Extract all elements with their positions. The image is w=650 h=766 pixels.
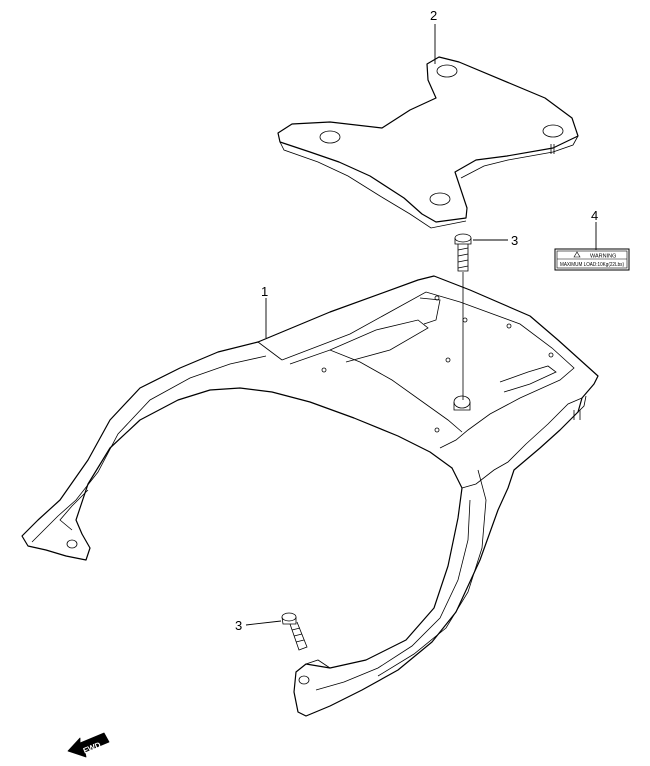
callout-label: 4 [591, 208, 598, 250]
warning-heading: WARNING [590, 254, 616, 260]
callout-number: 1 [261, 284, 268, 299]
callout-number: 3 [511, 233, 518, 248]
bolt-upper[interactable] [454, 233, 472, 272]
bolt-lower[interactable] [281, 612, 308, 651]
warning-triangle-icon [573, 251, 581, 258]
warning-label[interactable]: WARNING MAXIMUM LOAD:10Kg(22Lbs) [554, 248, 630, 271]
callout-bolt-upper: 3 [473, 233, 518, 248]
callout-number: 2 [430, 8, 437, 23]
callout-bolt-lower: 3 [235, 618, 282, 633]
carrier-plate[interactable] [277, 56, 579, 229]
callout-number: 4 [591, 208, 598, 223]
rear-carrier-frame[interactable] [21, 275, 599, 717]
warning-text: MAXIMUM LOAD:10Kg(22Lbs) [560, 262, 624, 268]
fwd-arrow-icon: FWD [67, 732, 110, 758]
callout-carrier: 1 [261, 284, 268, 338]
callout-number: 3 [235, 618, 242, 633]
callout-plate: 2 [430, 8, 437, 64]
